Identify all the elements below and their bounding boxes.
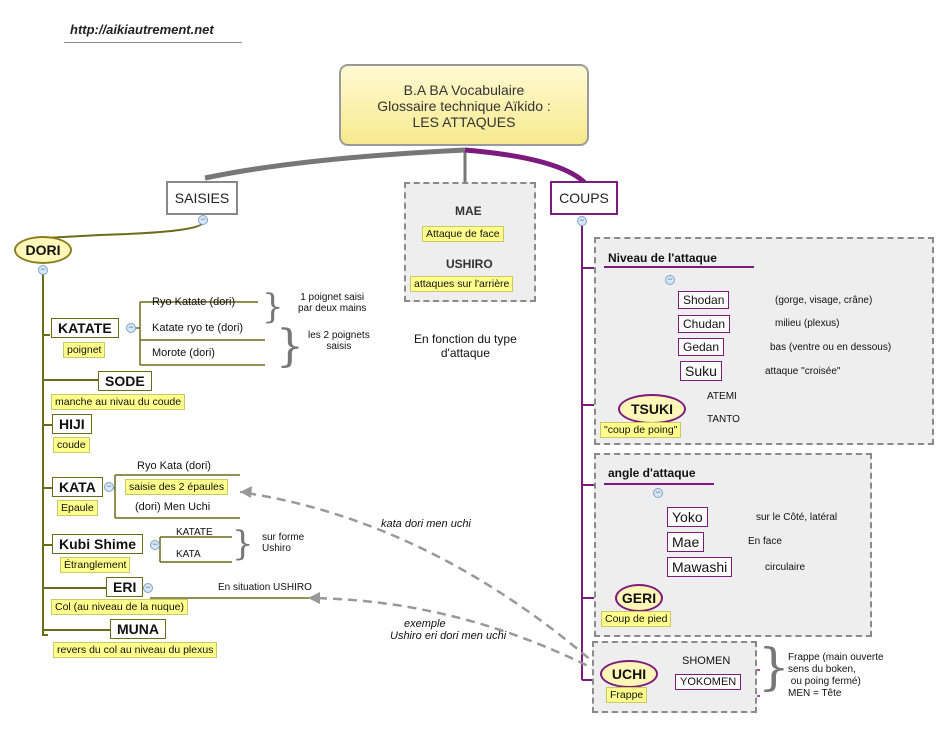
eri-note: En situation USHIRO	[218, 582, 312, 593]
kubi-note: sur forme Ushiro	[262, 532, 305, 554]
muna-gloss: revers du col au niveau du plexus	[53, 642, 218, 658]
uchi-node: UCHI	[600, 660, 658, 688]
collapse-toggle-kata[interactable]: −	[104, 482, 114, 492]
geri-gloss: Coup de pied	[601, 611, 672, 627]
kubi-item-2: KATA	[176, 549, 201, 560]
collapse-toggle-eri[interactable]: −	[143, 583, 153, 593]
chudan-node: Chudan	[678, 315, 731, 333]
tsuki-node: TSUKI	[618, 394, 686, 424]
yoko-desc: sur le Côté, latéral	[756, 512, 838, 523]
collapse-toggle-saisies[interactable]: −	[198, 215, 208, 225]
katate-gloss: poignet	[63, 342, 106, 358]
mae-node: MAE	[455, 204, 482, 218]
collapse-toggle-coups[interactable]: −	[577, 216, 587, 226]
katate-item-3: Morote (dori)	[152, 347, 215, 359]
uchi-item-1: SHOMEN	[682, 655, 731, 667]
kubi-item-1: KATATE	[176, 527, 213, 538]
sode-node: SODE	[98, 371, 152, 391]
title-line-1: B.A BA Vocabulaire	[403, 82, 525, 98]
collapse-toggle-niveau[interactable]: −	[665, 275, 675, 285]
link-label-kata: kata dori men uchi	[381, 518, 471, 530]
katate-item-1: Ryo Katate (dori)	[152, 296, 236, 308]
collapse-toggle-angle[interactable]: −	[653, 488, 663, 498]
muna-node: MUNA	[110, 619, 166, 639]
kata-item-3: (dori) Men Uchi	[135, 501, 211, 513]
tsuki-gloss: "coup de poing"	[600, 422, 682, 438]
eri-node: ERI	[106, 577, 144, 597]
katate-note-1: 1 poignet saisi par deux mains	[298, 292, 367, 314]
katate-note-2: les 2 poignets saisis	[308, 330, 370, 352]
collapse-toggle-dori[interactable]: −	[38, 265, 48, 275]
shodan-desc: (gorge, visage, crâne)	[775, 295, 873, 306]
attack-angle-title: angle d'attaque	[608, 466, 696, 480]
title-underline	[604, 266, 754, 268]
tsuki-item-1: ATEMI	[707, 391, 737, 402]
hiji-gloss: coude	[53, 437, 90, 453]
tsuki-item-2: TANTO	[707, 414, 740, 425]
kata-item-1: Ryo Kata (dori)	[137, 460, 211, 472]
uchi-note: Frappe (main ouverte sens du boken, ou p…	[788, 652, 884, 699]
url-underline	[64, 42, 242, 43]
kata-gloss: Epaule	[57, 500, 98, 516]
mawashi-node: Mawashi	[667, 557, 733, 577]
sode-gloss: manche au nivau du coude	[51, 394, 186, 410]
geri-node: GERI	[615, 584, 663, 612]
yoko-node: Yoko	[667, 507, 708, 527]
title-line-3: LES ATTAQUES	[412, 114, 516, 130]
uchi-gloss: Frappe	[606, 687, 648, 703]
link-label-eri-1: exemple	[404, 618, 446, 630]
title-underline	[604, 483, 714, 485]
kubi-shime-gloss: Étranglement	[60, 557, 131, 573]
ushiro-node: USHIRO	[446, 257, 493, 271]
kata-node: KATA	[52, 477, 103, 497]
mae-angle-desc: En face	[748, 536, 782, 547]
saisies-node: SAISIES	[166, 181, 238, 215]
ushiro-gloss: attaques sur l'arrière	[410, 276, 514, 292]
mawashi-desc: circulaire	[765, 562, 806, 573]
chudan-desc: milieu (plexus)	[775, 318, 840, 329]
eri-gloss: Col (au niveau de la nuque)	[51, 599, 189, 615]
brace-icon: }	[262, 287, 284, 327]
katate-item-2: Katate ryo te (dori)	[152, 322, 244, 334]
site-url[interactable]: http://aikiautrement.net	[70, 22, 214, 37]
brace-icon: }	[232, 524, 254, 564]
gedan-node: Gedan	[678, 338, 725, 356]
shodan-node: Shodan	[678, 291, 730, 309]
suku-desc: attaque "croisée"	[765, 366, 841, 377]
uchi-item-2: YOKOMEN	[675, 674, 742, 690]
mae-angle-node: Mae	[667, 532, 705, 552]
dori-node: DORI	[14, 236, 72, 264]
coups-node: COUPS	[550, 181, 618, 215]
kubi-shime-node: Kubi Shime	[52, 534, 144, 554]
title-box: B.A BA Vocabulaire Glossaire technique A…	[339, 64, 589, 146]
collapse-toggle-kubi[interactable]: −	[150, 540, 160, 550]
suku-node: Suku	[680, 361, 722, 381]
katate-node: KATATE	[51, 318, 119, 338]
collapse-toggle-katate[interactable]: −	[126, 323, 136, 333]
kata-item-2: saisie des 2 épaules	[125, 479, 229, 495]
attack-level-title: Niveau de l'attaque	[608, 251, 717, 265]
gedan-desc: bas (ventre ou en dessous)	[770, 342, 892, 353]
brace-icon: }	[758, 638, 790, 696]
attack-type-caption: En fonction du type d'attaque	[414, 332, 517, 360]
hiji-node: HIJI	[52, 414, 92, 434]
title-line-2: Glossaire technique Aïkido :	[377, 98, 551, 114]
mae-gloss: Attaque de face	[422, 226, 504, 242]
brace-icon: }	[276, 321, 304, 372]
link-label-eri-2: Ushiro eri dori men uchi	[390, 630, 507, 642]
